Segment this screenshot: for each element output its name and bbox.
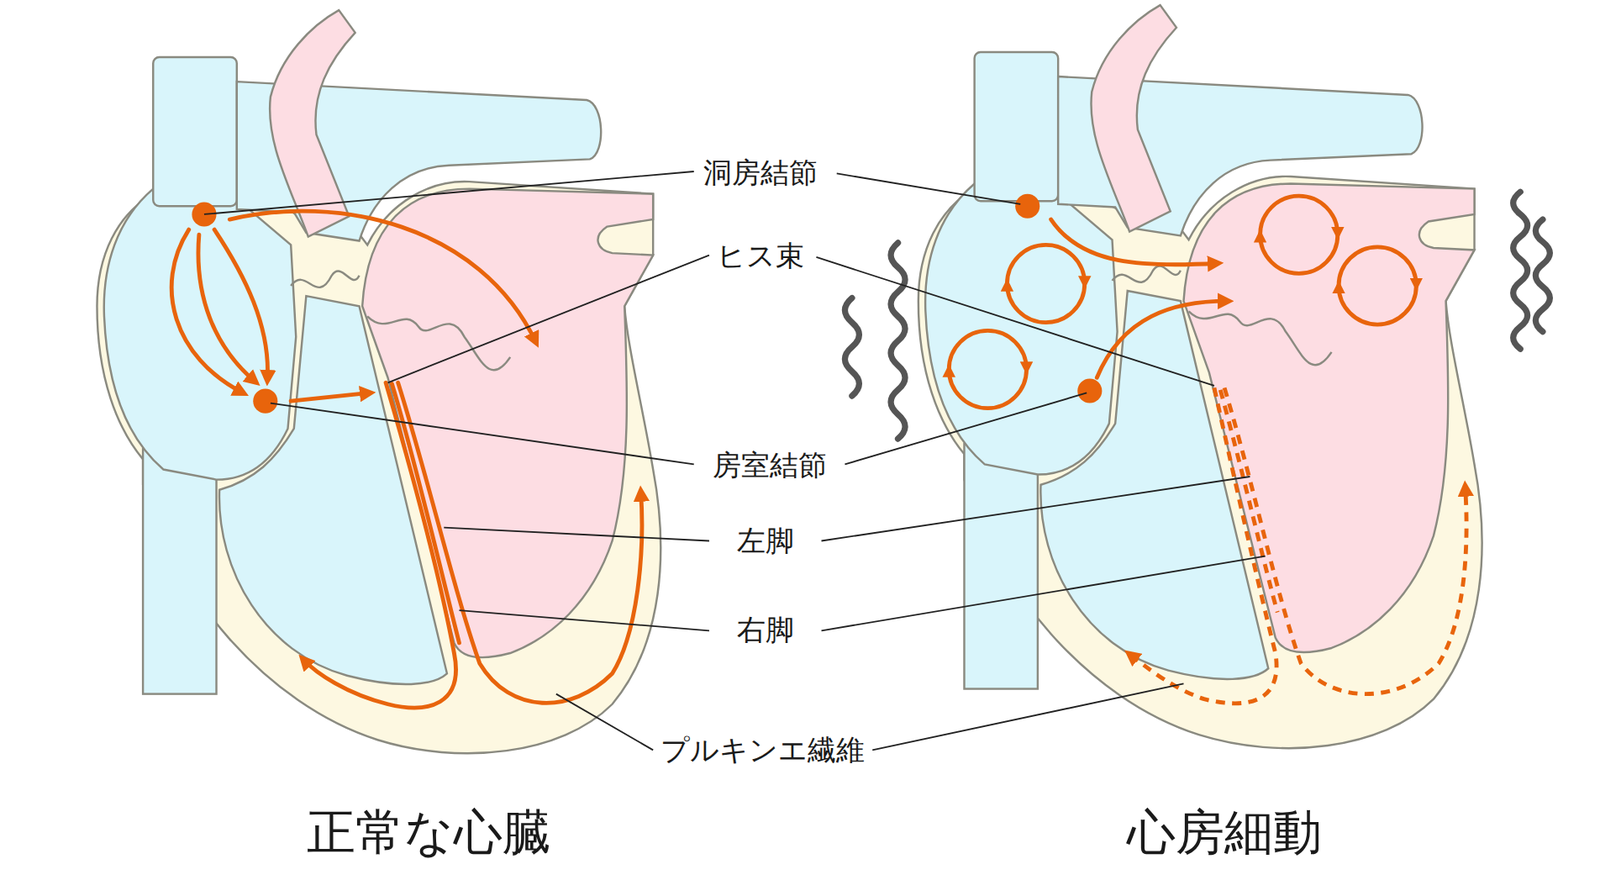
illustration-part (872, 683, 1184, 750)
illustration-part (1260, 234, 1338, 274)
illustration-part (458, 610, 709, 631)
part-label: プルキンエ繊維 (657, 733, 868, 767)
dashed-conduction (1129, 387, 1467, 703)
illustration-part (1224, 387, 1467, 694)
heart-outline (96, 10, 661, 753)
illustration-part (443, 527, 710, 542)
illustration-part (1535, 219, 1550, 332)
normal-heart (96, 10, 661, 753)
illustration-part (1006, 284, 1085, 323)
illustration-part (821, 476, 1250, 541)
reentry-circles (948, 195, 1416, 409)
illustration-part (844, 298, 859, 397)
illustration-part (204, 171, 695, 215)
leader-lines (204, 171, 1266, 750)
part-label: 洞房結節 (700, 157, 821, 190)
part-label: ヒス束 (714, 239, 807, 273)
av-node-dot (252, 389, 278, 414)
illustration-part (1260, 195, 1338, 235)
illustration-part (948, 330, 1027, 369)
illustration-part (1051, 219, 1218, 265)
illustration-part (1338, 285, 1416, 325)
sa-node-dot (1015, 194, 1040, 219)
illustration-part (844, 392, 1087, 464)
illustration-part (290, 392, 369, 401)
fibrillation-waves (844, 191, 1550, 439)
illustration-part (1338, 247, 1416, 286)
illustration-part (948, 369, 1027, 409)
illustration-part (229, 210, 536, 343)
part-label: 左脚 (734, 524, 797, 558)
av-node-dot (1077, 378, 1102, 403)
heart-outline (918, 5, 1483, 748)
illustration-part (815, 257, 1215, 386)
illustration-part (836, 173, 1022, 204)
figure-caption: 正常な心臓 (304, 803, 554, 860)
illustration-part (1096, 300, 1227, 378)
part-label: 房室結節 (710, 448, 830, 482)
af-heart (844, 5, 1550, 748)
illustration-part (198, 234, 256, 382)
illustration-part (214, 229, 268, 379)
illustration-part (821, 556, 1265, 632)
figure-caption: 心房細動 (1124, 803, 1325, 860)
illustration-part (556, 694, 653, 751)
illustration-part (1006, 244, 1085, 284)
illustration-part (1220, 389, 1278, 613)
illustration-part (387, 255, 709, 384)
illustration-part (270, 403, 695, 465)
conduction-arrows (171, 210, 643, 708)
illustration-part (1129, 387, 1277, 703)
illustration-part (890, 242, 906, 439)
illustration-part (1513, 191, 1528, 349)
part-label: 右脚 (734, 614, 797, 648)
